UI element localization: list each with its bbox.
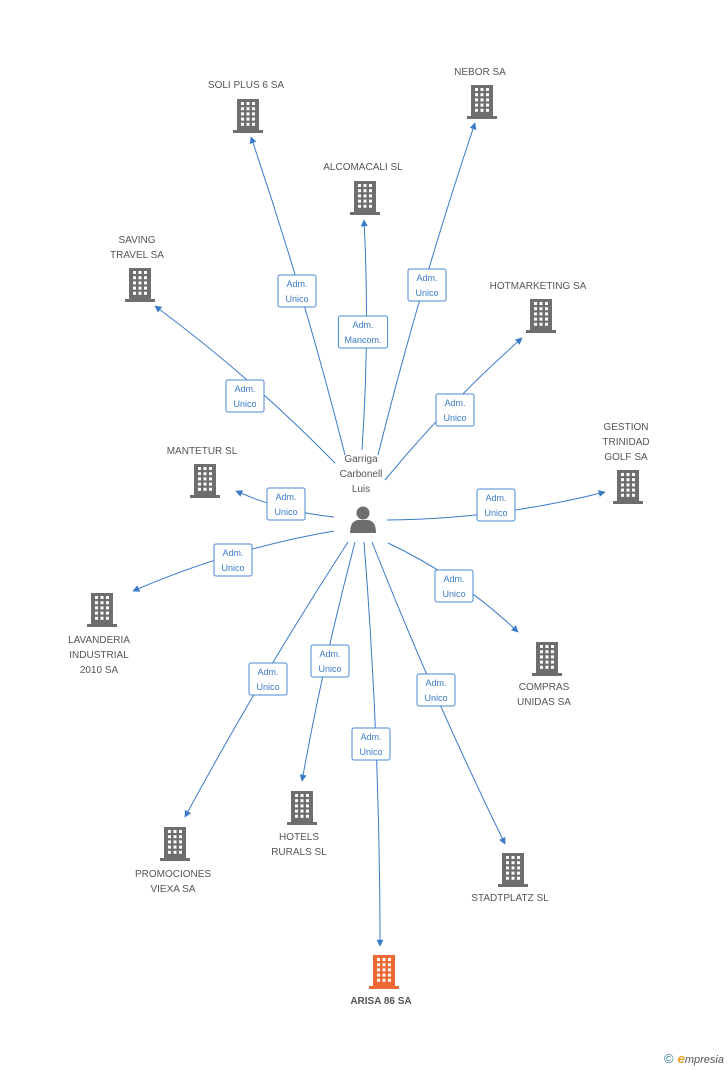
company-label-gestion_trinidad_golf_sa[interactable]: GESTION [603, 422, 648, 433]
building-icon-nebor_sa[interactable] [467, 85, 497, 119]
company-label-lavanderia_industrial_2010_sa[interactable]: INDUSTRIAL [69, 650, 129, 661]
role-label-text: Unico [484, 508, 507, 518]
role-label-text: Adm. [425, 678, 446, 688]
role-label-text: Adm. [444, 398, 465, 408]
role-label-soli_plus_6_sa[interactable]: Adm. Unico [277, 274, 317, 308]
person-name-label[interactable]: Carbonell [340, 469, 383, 480]
role-label-text: Adm. [257, 667, 278, 677]
role-label-promociones_viexa_sa[interactable]: Adm. Unico [248, 662, 288, 696]
role-label-stadtplatz_sl[interactable]: Adm. Unico [416, 673, 456, 707]
role-label-text: Unico [233, 399, 256, 409]
role-label-text: Adm. [286, 279, 307, 289]
person-name-label[interactable]: Garriga [344, 454, 378, 465]
role-label-box [248, 662, 288, 696]
role-label-text: Unico [424, 693, 447, 703]
role-label-text: Unico [359, 747, 382, 757]
company-label-mantetur_sl[interactable]: MANTETUR SL [167, 446, 238, 457]
role-label-text: Adm. [222, 548, 243, 558]
brand-name: mpresia [684, 1054, 724, 1066]
building-icon-lavanderia_industrial_2010_sa[interactable] [87, 593, 117, 627]
building-icon-arisa_86_sa[interactable] [369, 955, 399, 989]
role-label-text: Adm. [416, 273, 437, 283]
company-label-compras_unidas_sa[interactable]: COMPRAS [519, 682, 570, 693]
company-label-lavanderia_industrial_2010_sa[interactable]: LAVANDERIA [68, 635, 130, 646]
role-label-saving_travel_sa[interactable]: Adm. Unico [225, 379, 265, 413]
company-label-nebor_sa[interactable]: NEBOR SA [454, 67, 506, 78]
role-label-box [435, 393, 475, 427]
role-label-text: Unico [442, 589, 465, 599]
role-label-text: Unico [285, 294, 308, 304]
role-label-text: Unico [221, 563, 244, 573]
role-label-box [337, 315, 389, 349]
company-label-gestion_trinidad_golf_sa[interactable]: GOLF SA [604, 452, 648, 463]
brand-initial: e [677, 1051, 685, 1066]
company-label-lavanderia_industrial_2010_sa[interactable]: 2010 SA [80, 665, 119, 676]
role-label-arisa_86_sa[interactable]: Adm. Unico [351, 727, 391, 761]
edges-layer [132, 122, 606, 947]
role-label-text: Mancom. [344, 335, 381, 345]
nodes-layer: SOLI PLUS 6 SA NEBOR SA ALCOMACALI SL SAVIN… [68, 67, 650, 1007]
building-icon-mantetur_sl[interactable] [190, 464, 220, 498]
building-icon-alcomacali_sl[interactable] [350, 181, 380, 215]
role-label-text: Adm. [319, 649, 340, 659]
empresia-watermark: ©empresia [664, 1051, 724, 1066]
role-label-gestion_trinidad_golf_sa[interactable]: Adm. Unico [476, 488, 516, 522]
person-icon[interactable] [350, 506, 376, 534]
building-icon-promociones_viexa_sa[interactable] [160, 827, 190, 861]
role-label-text: Adm. [352, 320, 373, 330]
role-label-box [225, 379, 265, 413]
company-label-soli_plus_6_sa[interactable]: SOLI PLUS 6 SA [208, 80, 284, 91]
company-label-stadtplatz_sl[interactable]: STADTPLATZ SL [471, 893, 549, 904]
company-label-compras_unidas_sa[interactable]: UNIDAS SA [517, 697, 571, 708]
role-label-box [277, 274, 317, 308]
role-label-box [476, 488, 516, 522]
role-label-hotmarketing_sa[interactable]: Adm. Unico [435, 393, 475, 427]
person-name-label[interactable]: Luis [352, 484, 370, 495]
company-label-saving_travel_sa[interactable]: SAVING [118, 235, 155, 246]
building-icon-stadtplatz_sl[interactable] [498, 853, 528, 887]
role-label-text: Adm. [275, 492, 296, 502]
building-icon-soli_plus_6_sa[interactable] [233, 99, 263, 133]
copyright-symbol: © [664, 1051, 674, 1066]
role-label-box [407, 268, 447, 302]
company-label-promociones_viexa_sa[interactable]: PROMOCIONES [135, 869, 211, 880]
role-label-compras_unidas_sa[interactable]: Adm. Unico [434, 569, 474, 603]
role-label-text: Adm. [485, 493, 506, 503]
role-label-text: Unico [256, 682, 279, 692]
role-label-text: Unico [274, 507, 297, 517]
building-icon-compras_unidas_sa[interactable] [532, 642, 562, 676]
role-label-text: Adm. [360, 732, 381, 742]
building-icon-gestion_trinidad_golf_sa[interactable] [613, 470, 643, 504]
role-label-box [213, 543, 253, 577]
company-label-saving_travel_sa[interactable]: TRAVEL SA [110, 250, 164, 261]
building-icon-saving_travel_sa[interactable] [125, 268, 155, 302]
building-icon-hotmarketing_sa[interactable] [526, 299, 556, 333]
role-label-lavanderia_industrial_2010_sa[interactable]: Adm. Unico [213, 543, 253, 577]
company-label-hotels_rurals_sl[interactable]: HOTELS [279, 832, 319, 843]
building-icon-hotels_rurals_sl[interactable] [287, 791, 317, 825]
role-label-mantetur_sl[interactable]: Adm. Unico [266, 487, 306, 521]
role-label-text: Unico [415, 288, 438, 298]
role-label-hotels_rurals_sl[interactable]: Adm. Unico [310, 644, 350, 678]
company-label-alcomacali_sl[interactable]: ALCOMACALI SL [323, 162, 403, 173]
role-label-box [266, 487, 306, 521]
role-label-box [416, 673, 456, 707]
company-label-arisa_86_sa[interactable]: ARISA 86 SA [350, 996, 411, 1007]
role-label-nebor_sa[interactable]: Adm. Unico [407, 268, 447, 302]
role-label-text: Adm. [234, 384, 255, 394]
role-label-text: Unico [443, 413, 466, 423]
company-label-promociones_viexa_sa[interactable]: VIEXA SA [150, 884, 195, 895]
company-label-hotmarketing_sa[interactable]: HOTMARKETING SA [490, 281, 587, 292]
role-label-box [351, 727, 391, 761]
company-label-gestion_trinidad_golf_sa[interactable]: TRINIDAD [602, 437, 649, 448]
role-label-alcomacali_sl[interactable]: Adm. Mancom. [337, 315, 389, 349]
role-label-text: Adm. [443, 574, 464, 584]
company-label-hotels_rurals_sl[interactable]: RURALS SL [271, 847, 327, 858]
role-label-box [434, 569, 474, 603]
role-label-text: Unico [318, 664, 341, 674]
role-label-box [310, 644, 350, 678]
